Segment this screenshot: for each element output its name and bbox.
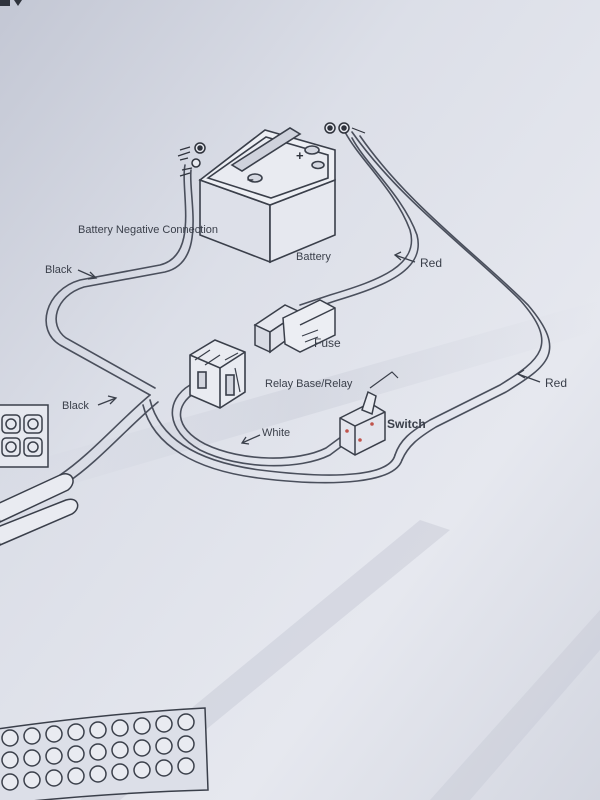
ground-wire bbox=[149, 399, 396, 476]
label-battery: Battery bbox=[296, 251, 331, 263]
black-wire-upper bbox=[45, 164, 187, 396]
battery bbox=[198, 127, 336, 264]
red-wire-upper bbox=[299, 131, 413, 306]
red-wire-right bbox=[359, 135, 551, 461]
label-red-right: Red bbox=[545, 376, 568, 390]
arrow-black-lower bbox=[97, 397, 117, 406]
arrow-black-upper bbox=[77, 269, 97, 279]
label-switch: Switch bbox=[387, 417, 426, 431]
battery-positive-mark: + bbox=[296, 148, 304, 163]
label-black-upper: Black bbox=[45, 264, 72, 276]
light-bar-bottom bbox=[0, 707, 209, 800]
header-fragment bbox=[0, 0, 22, 6]
battery-handle bbox=[230, 127, 302, 172]
black-wire-lower bbox=[67, 401, 159, 483]
white-wire bbox=[179, 391, 346, 459]
red-wire-right bbox=[351, 131, 543, 456]
battery-negative-mark: – bbox=[247, 172, 254, 186]
light-bar-cables bbox=[0, 473, 79, 546]
paper-fold-shadow bbox=[430, 610, 600, 800]
black-wire-upper bbox=[55, 169, 194, 389]
paper-fold-shadow bbox=[0, 300, 600, 505]
label-black-lower: Black bbox=[62, 400, 89, 412]
black-wire-lower bbox=[59, 394, 151, 476]
relay-base bbox=[189, 339, 246, 409]
label-white: White bbox=[262, 427, 291, 439]
battery-cap bbox=[247, 173, 263, 183]
ground-wire bbox=[142, 404, 403, 484]
label-battery-negative-connection: Battery Negative Connection bbox=[78, 224, 219, 236]
arrow-white bbox=[241, 434, 261, 444]
wires bbox=[45, 131, 551, 484]
battery-cap bbox=[311, 160, 325, 170]
white-wire bbox=[171, 384, 351, 467]
label-fuse: Fuse bbox=[314, 336, 341, 350]
pointer-arrows bbox=[77, 251, 541, 445]
battery-negative-terminal bbox=[177, 142, 206, 177]
rocker-switch bbox=[339, 371, 399, 456]
battery-positive-terminal bbox=[324, 122, 366, 134]
battery-top-rim bbox=[206, 136, 329, 199]
label-relay: Relay Base/Relay bbox=[265, 378, 353, 390]
arrow-red-right bbox=[517, 373, 541, 383]
fuse-holder bbox=[253, 299, 336, 354]
light-bar-left bbox=[0, 404, 49, 468]
red-wire-upper bbox=[304, 137, 420, 312]
arrow-red-upper bbox=[394, 254, 416, 263]
label-red-upper: Red bbox=[420, 256, 443, 270]
battery-cap bbox=[304, 145, 320, 155]
